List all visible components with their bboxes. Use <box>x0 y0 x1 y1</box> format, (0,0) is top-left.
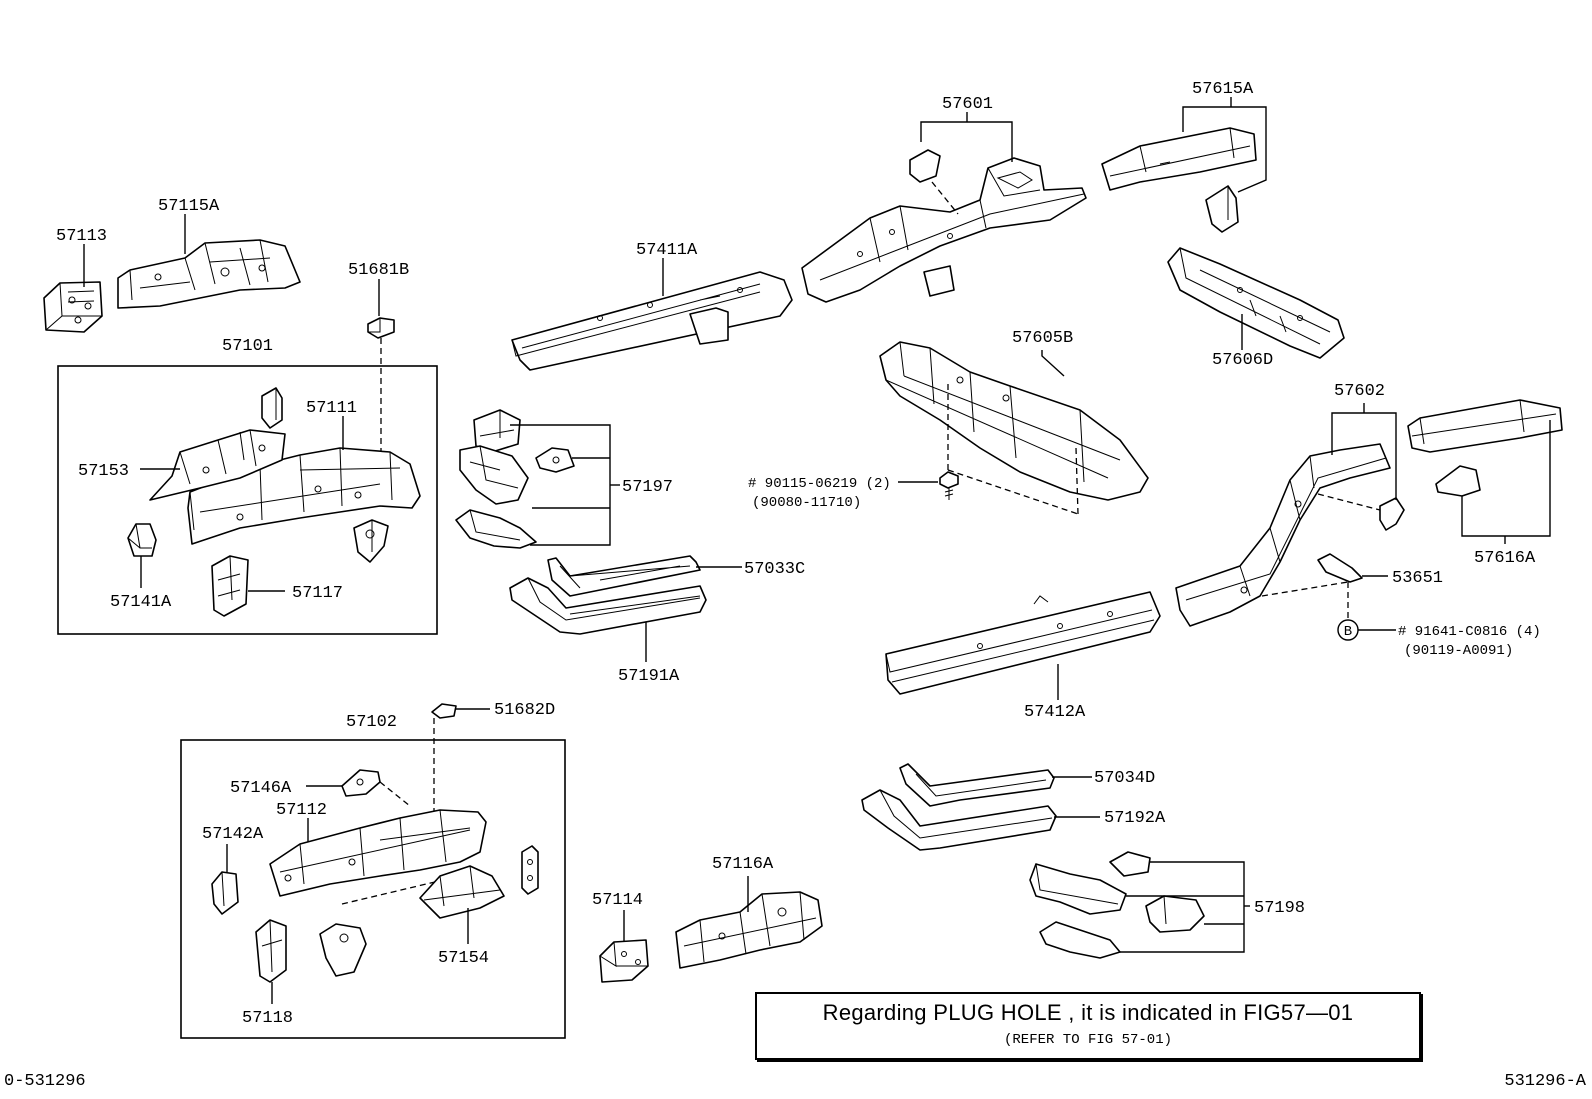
label-57411A: 57411A <box>636 241 698 260</box>
part-57142A[interactable] <box>211 871 239 915</box>
part-57198-d[interactable] <box>1039 921 1121 959</box>
part-53651[interactable] <box>1317 553 1363 583</box>
label-57116A: 57116A <box>712 855 774 874</box>
svg-text:B: B <box>1344 624 1352 640</box>
part-bolt-90115[interactable] <box>939 471 959 500</box>
label-57616A: 57616A <box>1474 549 1536 568</box>
label-57606D: 57606D <box>1212 351 1273 370</box>
label-57033C: 57033C <box>744 560 805 579</box>
part-57034D[interactable] <box>899 763 1055 807</box>
label-57115A: 57115A <box>158 197 220 216</box>
part-57198-c[interactable] <box>1145 895 1205 933</box>
part-clip-57102[interactable] <box>521 845 539 895</box>
label-57154: 57154 <box>438 949 489 968</box>
part-57615A[interactable] <box>1101 127 1257 191</box>
label-57412A: 57412A <box>1024 703 1086 722</box>
part-57615A-bracket[interactable] <box>1205 185 1239 233</box>
label-57101: 57101 <box>222 337 273 356</box>
label-57113: 57113 <box>56 227 107 246</box>
part-57146A[interactable] <box>341 769 381 797</box>
marker-B: B <box>1337 619 1359 641</box>
label-57141A: 57141A <box>110 593 172 612</box>
label-53651: 53651 <box>1392 569 1443 588</box>
footer-left-code: 0-531296 <box>4 1072 86 1091</box>
label-57191A: 57191A <box>618 667 680 686</box>
part-57606D[interactable] <box>1167 247 1345 359</box>
plug-hole-note: Regarding PLUG HOLE , it is indicated in… <box>755 992 1421 1060</box>
label-57153: 57153 <box>78 462 129 481</box>
label-57192A: 57192A <box>1104 809 1166 828</box>
part-57191A[interactable] <box>509 577 707 635</box>
part-57412A[interactable] <box>885 591 1161 695</box>
part-51681B[interactable] <box>367 317 395 339</box>
group-box-57101 <box>57 365 438 635</box>
label-57142A: 57142A <box>202 825 264 844</box>
part-57116A[interactable] <box>675 891 823 969</box>
part-57616A-bracket[interactable] <box>1435 465 1481 497</box>
part-57411A[interactable] <box>511 271 793 371</box>
part-57114[interactable] <box>599 939 649 983</box>
part-57197-c[interactable] <box>535 447 575 473</box>
label-57605B: 57605B <box>1012 329 1073 348</box>
label-57146A: 57146A <box>230 779 292 798</box>
part-57117[interactable] <box>211 555 249 617</box>
part-gusset-57101[interactable] <box>353 519 389 563</box>
part-57141A[interactable] <box>127 523 157 557</box>
part-57112[interactable] <box>269 809 487 897</box>
label-57197: 57197 <box>622 478 673 497</box>
label-bolt-91641: # 91641-C0816 (4) <box>1398 624 1541 640</box>
part-57197-d[interactable] <box>455 509 537 549</box>
label-57034D: 57034D <box>1094 769 1155 788</box>
part-57616A[interactable] <box>1407 399 1563 453</box>
label-57117: 57117 <box>292 584 343 603</box>
part-57605B[interactable] <box>879 341 1149 501</box>
part-57118[interactable] <box>255 919 287 983</box>
part-57033C[interactable] <box>547 555 701 597</box>
note-sub-text: (REFER TO FIG 57-01) <box>1003 1032 1173 1048</box>
label-bolt-90119: (90119-A0091) <box>1404 643 1513 659</box>
label-57118: 57118 <box>242 1009 293 1028</box>
part-57198-b[interactable] <box>1109 851 1151 877</box>
label-57114: 57114 <box>592 891 643 910</box>
part-57153[interactable] <box>149 429 286 501</box>
part-57602-bracket[interactable] <box>1379 497 1405 531</box>
label-51681B: 51681B <box>348 261 409 280</box>
label-57602: 57602 <box>1334 382 1385 401</box>
label-bolt-90115: # 90115-06219 (2) <box>748 476 891 492</box>
group-box-57102 <box>180 739 566 1039</box>
label-57102: 57102 <box>346 713 397 732</box>
part-57192A[interactable] <box>861 789 1057 851</box>
label-51682D: 51682D <box>494 701 555 720</box>
label-57198: 57198 <box>1254 899 1305 918</box>
part-51682D[interactable] <box>431 703 457 719</box>
part-57602[interactable] <box>1175 443 1391 627</box>
part-57197-b[interactable] <box>459 445 529 505</box>
part-57113[interactable] <box>43 281 103 333</box>
part-57154[interactable] <box>419 865 505 919</box>
part-bracket-57102[interactable] <box>319 923 367 977</box>
label-57601: 57601 <box>942 95 993 114</box>
label-bolt-90080: (90080-11710) <box>752 495 861 511</box>
label-57615A: 57615A <box>1192 80 1254 99</box>
part-bracket-upper-57101[interactable] <box>261 387 283 429</box>
footer-right-code: 531296-A <box>1504 1072 1586 1091</box>
label-57111: 57111 <box>306 399 357 418</box>
note-main-text: Regarding PLUG HOLE , it is indicated in… <box>822 1000 1354 1025</box>
part-57115A[interactable] <box>117 239 301 309</box>
label-57112: 57112 <box>276 801 327 820</box>
part-57601[interactable] <box>801 149 1087 303</box>
part-57198-a[interactable] <box>1029 863 1127 915</box>
